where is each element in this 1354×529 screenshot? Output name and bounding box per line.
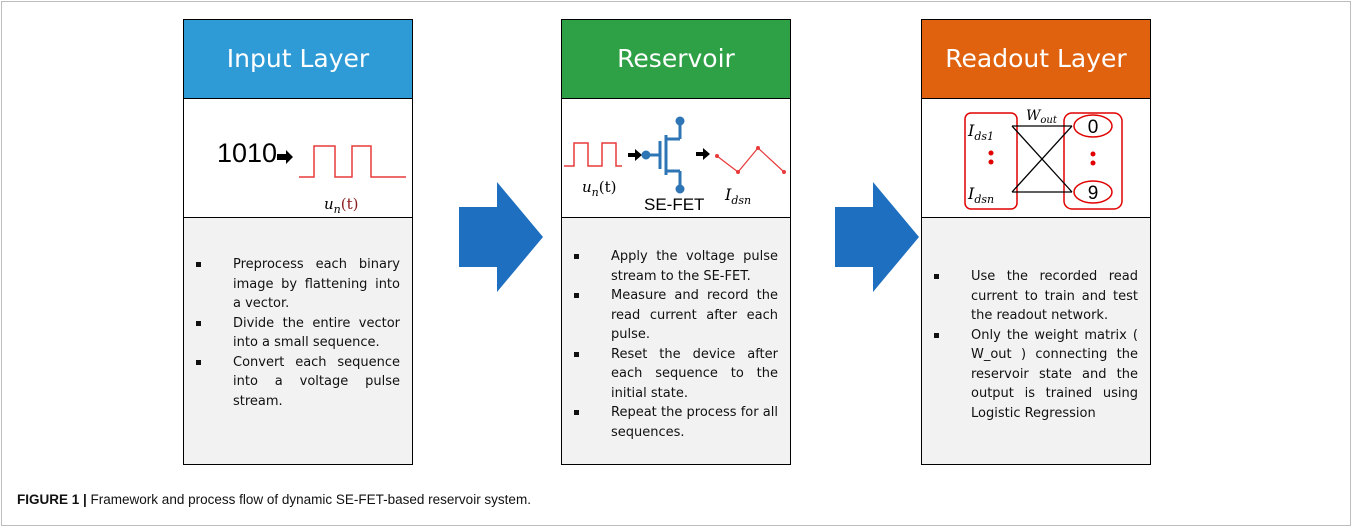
se-fet-label: SE-FET — [644, 195, 704, 214]
output-arrow-icon — [696, 148, 710, 160]
output-node-0 — [1073, 114, 1113, 138]
input-encoding-drawing: 1010 un(t) — [217, 138, 406, 216]
output-ellipsis — [1090, 151, 1096, 166]
output-class-box — [1063, 112, 1123, 210]
readout-layer-panel: Readout Layer Wout Ids1 Idsn 0 9 — [921, 19, 1151, 465]
binary-input-text: 1010 — [217, 138, 277, 168]
step-item: Repeat the process for all sequences. — [574, 403, 778, 442]
pulse-waveform — [299, 145, 406, 178]
reservoir-state-box — [964, 112, 1018, 210]
input-layer-steps: Preprocess each binary image by flatteni… — [183, 217, 413, 465]
reservoir-drawing: un(t) SE-FET Idsn — [564, 116, 786, 214]
readout-illustration: Wout Ids1 Idsn 0 9 — [921, 98, 1151, 218]
step-item: Only the weight matrix ( W_out ) connect… — [934, 326, 1138, 424]
output-0-label: 0 — [1088, 117, 1099, 138]
readout-layer-title: Readout Layer — [921, 19, 1151, 99]
read-current-points — [715, 146, 786, 174]
readout-layer-steps: Use the recorded read current to train a… — [921, 217, 1151, 465]
wout-label: Wout — [1026, 108, 1058, 126]
step-item: Preprocess each binary image by flatteni… — [196, 255, 400, 314]
output-node-9 — [1073, 180, 1113, 204]
input-pulse-waveform — [564, 142, 622, 167]
idsn-label: Idsn — [724, 185, 751, 207]
figure-caption: FIGURE 1 | Framework and process flow of… — [17, 492, 531, 507]
reservoir-title: Reservoir — [561, 19, 791, 99]
read-current-trace — [716, 147, 785, 173]
input-layer-panel: Input Layer 1010 un(t) Preprocess each b… — [183, 19, 413, 465]
step-item: Divide the entire vector into a small se… — [196, 314, 400, 353]
encoding-arrow-icon — [277, 150, 293, 164]
step-item: Convert each sequence into a voltage pul… — [196, 353, 400, 412]
input-ellipsis — [988, 150, 994, 165]
reservoir-steps: Apply the voltage pulse stream to the SE… — [561, 217, 791, 465]
un-t-label: un(t) — [582, 178, 617, 199]
idsn-label: Idsn — [967, 184, 994, 206]
readout-network-drawing: Wout Ids1 Idsn 0 9 — [964, 108, 1123, 210]
un-t-label: un(t) — [324, 195, 359, 216]
input-arrow-icon — [628, 149, 642, 161]
reservoir-illustration: un(t) SE-FET Idsn — [561, 98, 791, 218]
step-item: Reset the device after each sequence to … — [574, 345, 778, 404]
flow-arrow-icon — [835, 182, 919, 292]
reservoir-panel: Reservoir un(t) SE-FET — [561, 19, 791, 465]
flow-arrow-icon — [459, 182, 543, 292]
caption-label: FIGURE 1 | — [17, 492, 87, 507]
input-layer-illustration: 1010 un(t) — [183, 98, 413, 218]
output-9-label: 9 — [1088, 183, 1099, 204]
caption-text: Framework and process flow of dynamic SE… — [86, 492, 531, 507]
input-layer-title: Input Layer — [183, 19, 413, 99]
ids1-label: Ids1 — [967, 121, 994, 143]
se-fet-transistor-icon — [641, 116, 685, 194]
weight-connections — [1011, 125, 1073, 193]
step-item: Use the recorded read current to train a… — [934, 267, 1138, 326]
step-item: Measure and record the read current afte… — [574, 286, 778, 345]
step-item: Apply the voltage pulse stream to the SE… — [574, 247, 778, 286]
